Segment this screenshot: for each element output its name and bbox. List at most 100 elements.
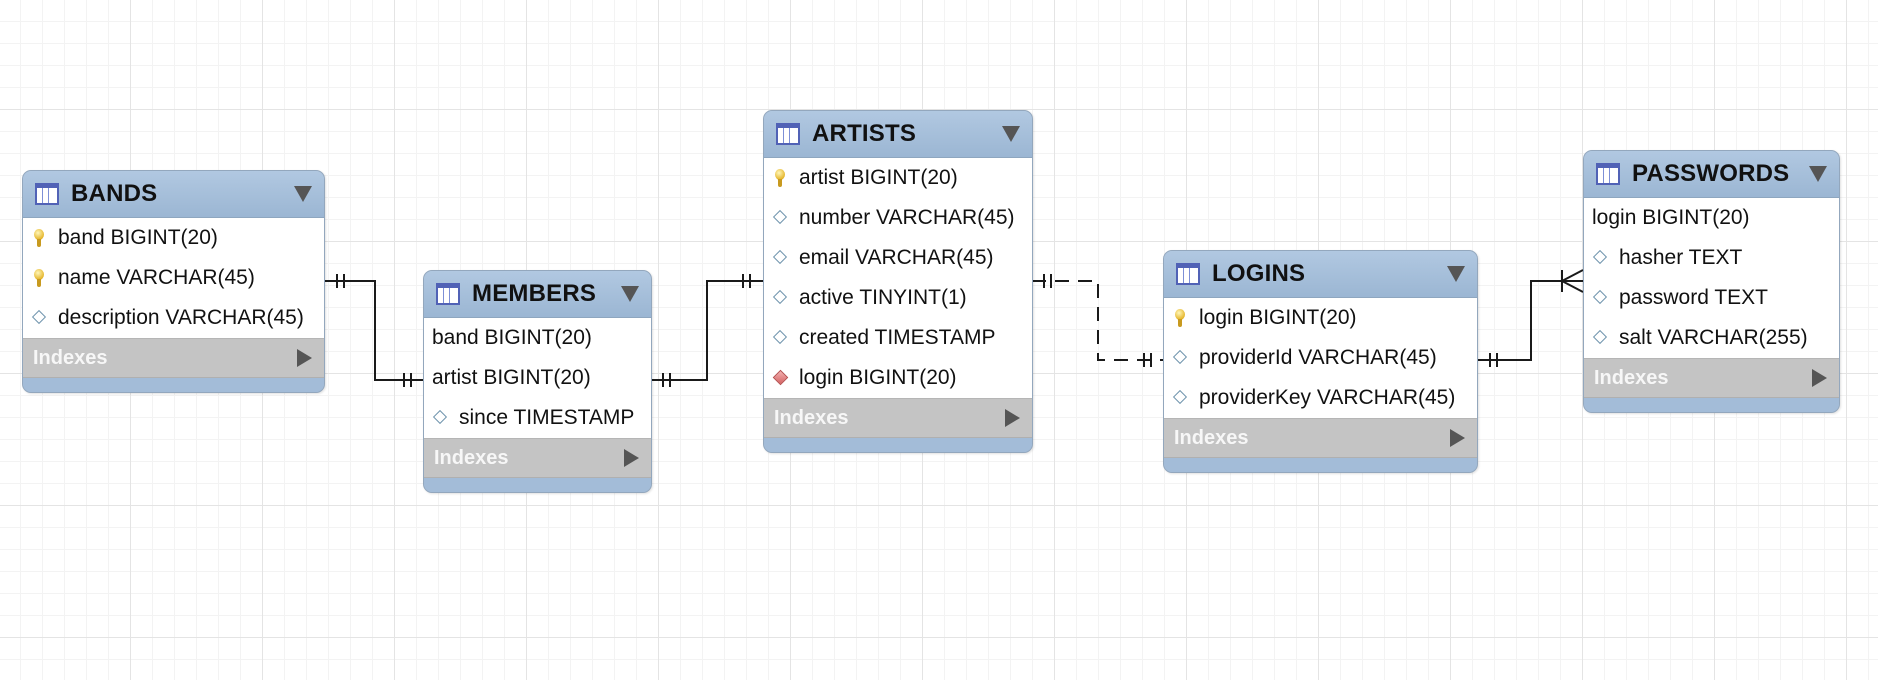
table-footer <box>1584 398 1839 412</box>
indexes-label: Indexes <box>434 446 509 469</box>
indexes-label: Indexes <box>1174 426 1249 449</box>
column-label: password TEXT <box>1619 286 1768 309</box>
column-diamond-icon <box>1172 389 1190 407</box>
column-diamond-icon <box>772 289 790 307</box>
table-footer <box>1164 458 1477 472</box>
primary-key-icon <box>31 269 49 287</box>
primary-key-icon <box>31 229 49 247</box>
expand-triangle-icon[interactable] <box>1450 429 1465 447</box>
relationship-artists-logins[interactable] <box>1032 274 1163 367</box>
column-row[interactable]: name VARCHAR(45) <box>23 258 324 298</box>
column-diamond-icon <box>1172 349 1190 367</box>
column-label: providerKey VARCHAR(45) <box>1199 386 1456 409</box>
table-header[interactable]: MEMBERS <box>424 271 651 318</box>
table-icon <box>1176 263 1200 285</box>
table-footer <box>23 378 324 392</box>
indexes-section[interactable]: Indexes <box>764 398 1032 438</box>
collapse-triangle-icon[interactable] <box>1809 166 1827 182</box>
table-logins[interactable]: LOGINS login BIGINT(20) providerId VARCH… <box>1163 250 1478 473</box>
column-row[interactable]: login BIGINT(20) <box>1164 298 1477 338</box>
column-label: active TINYINT(1) <box>799 286 967 309</box>
indexes-section[interactable]: Indexes <box>23 338 324 378</box>
expand-triangle-icon[interactable] <box>1005 409 1020 427</box>
column-label: number VARCHAR(45) <box>799 206 1015 229</box>
collapse-triangle-icon[interactable] <box>621 286 639 302</box>
expand-triangle-icon[interactable] <box>624 449 639 467</box>
expand-triangle-icon[interactable] <box>297 349 312 367</box>
relationship-logins-passwords[interactable] <box>1478 269 1584 367</box>
column-row[interactable]: password TEXT <box>1584 278 1839 318</box>
table-bands[interactable]: BANDS band BIGINT(20) name VARCHAR(45) d… <box>22 170 325 393</box>
table-header[interactable]: LOGINS <box>1164 251 1477 298</box>
column-row[interactable]: login BIGINT(20) <box>764 358 1032 398</box>
column-label: login BIGINT(20) <box>1592 206 1750 229</box>
column-row[interactable]: created TIMESTAMP <box>764 318 1032 358</box>
column-row[interactable]: providerId VARCHAR(45) <box>1164 338 1477 378</box>
table-passwords[interactable]: PASSWORDS login BIGINT(20) hasher TEXT p… <box>1583 150 1840 413</box>
column-label: login BIGINT(20) <box>1199 306 1357 329</box>
collapse-triangle-icon[interactable] <box>294 186 312 202</box>
relationship-members-artists[interactable] <box>651 274 763 387</box>
column-row[interactable]: band BIGINT(20) <box>424 318 651 358</box>
column-list: band BIGINT(20) artist BIGINT(20) since … <box>424 318 651 438</box>
column-row[interactable]: description VARCHAR(45) <box>23 298 324 338</box>
column-diamond-icon <box>1592 289 1610 307</box>
column-diamond-icon <box>31 309 49 327</box>
column-row[interactable]: since TIMESTAMP <box>424 398 651 438</box>
column-row[interactable]: hasher TEXT <box>1584 238 1839 278</box>
column-row[interactable]: login BIGINT(20) <box>1584 198 1839 238</box>
column-label: created TIMESTAMP <box>799 326 996 349</box>
foreign-key-icon <box>772 369 790 387</box>
table-members[interactable]: MEMBERS band BIGINT(20) artist BIGINT(20… <box>423 270 652 493</box>
table-name: PASSWORDS <box>1632 160 1790 187</box>
collapse-triangle-icon[interactable] <box>1447 266 1465 282</box>
column-list: login BIGINT(20) hasher TEXT password TE… <box>1584 198 1839 358</box>
column-row[interactable]: band BIGINT(20) <box>23 218 324 258</box>
indexes-section[interactable]: Indexes <box>424 438 651 478</box>
column-row[interactable]: providerKey VARCHAR(45) <box>1164 378 1477 418</box>
table-icon <box>1596 163 1620 185</box>
column-label: providerId VARCHAR(45) <box>1199 346 1437 369</box>
column-diamond-icon <box>1592 329 1610 347</box>
table-footer <box>424 478 651 492</box>
column-row[interactable]: number VARCHAR(45) <box>764 198 1032 238</box>
column-row[interactable]: salt VARCHAR(255) <box>1584 318 1839 358</box>
indexes-label: Indexes <box>774 406 849 429</box>
table-artists[interactable]: ARTISTS artist BIGINT(20) number VARCHAR… <box>763 110 1033 453</box>
column-diamond-icon <box>772 209 790 227</box>
column-diamond-icon <box>432 409 450 427</box>
column-row[interactable]: active TINYINT(1) <box>764 278 1032 318</box>
table-name: LOGINS <box>1212 260 1306 287</box>
indexes-label: Indexes <box>1594 366 1669 389</box>
column-diamond-icon <box>772 329 790 347</box>
collapse-triangle-icon[interactable] <box>1002 126 1020 142</box>
table-footer <box>764 438 1032 452</box>
column-diamond-icon <box>1592 249 1610 267</box>
indexes-label: Indexes <box>33 346 108 369</box>
column-label: description VARCHAR(45) <box>58 306 304 329</box>
column-label: hasher TEXT <box>1619 246 1743 269</box>
column-row[interactable]: email VARCHAR(45) <box>764 238 1032 278</box>
column-label: email VARCHAR(45) <box>799 246 994 269</box>
table-name: ARTISTS <box>812 120 917 147</box>
table-icon <box>35 183 59 205</box>
primary-key-icon <box>772 169 790 187</box>
column-row[interactable]: artist BIGINT(20) <box>424 358 651 398</box>
column-label: band BIGINT(20) <box>58 226 218 249</box>
column-label: salt VARCHAR(255) <box>1619 326 1808 349</box>
column-label: name VARCHAR(45) <box>58 266 255 289</box>
table-header[interactable]: ARTISTS <box>764 111 1032 158</box>
column-list: login BIGINT(20) providerId VARCHAR(45) … <box>1164 298 1477 418</box>
indexes-section[interactable]: Indexes <box>1164 418 1477 458</box>
column-list: artist BIGINT(20) number VARCHAR(45) ema… <box>764 158 1032 398</box>
column-diamond-icon <box>772 249 790 267</box>
table-name: MEMBERS <box>472 280 597 307</box>
column-row[interactable]: artist BIGINT(20) <box>764 158 1032 198</box>
expand-triangle-icon[interactable] <box>1812 369 1827 387</box>
relationship-bands-members[interactable] <box>325 274 423 387</box>
table-header[interactable]: PASSWORDS <box>1584 151 1839 198</box>
indexes-section[interactable]: Indexes <box>1584 358 1839 398</box>
table-header[interactable]: BANDS <box>23 171 324 218</box>
column-label: login BIGINT(20) <box>799 366 957 389</box>
